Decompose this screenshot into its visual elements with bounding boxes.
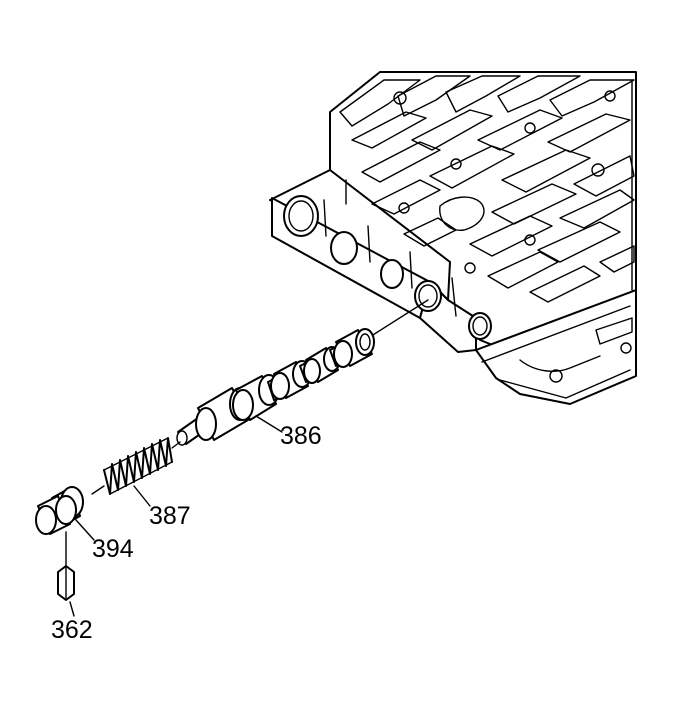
leader-lines — [69, 415, 283, 617]
valve-body — [269, 71, 637, 405]
leader-386 — [255, 415, 283, 433]
retainer-clip — [57, 531, 75, 601]
callout-362: 362 — [51, 616, 93, 644]
spring — [91, 437, 181, 495]
callout-386: 386 — [280, 422, 322, 450]
install-axis-line — [364, 299, 429, 341]
leader-362 — [69, 601, 75, 617]
callout-387: 387 — [149, 502, 191, 530]
leader-387 — [133, 485, 151, 507]
bore-plug — [35, 486, 84, 535]
leader-394 — [75, 519, 95, 541]
valve-spool — [176, 328, 375, 446]
callout-394: 394 — [92, 535, 134, 563]
